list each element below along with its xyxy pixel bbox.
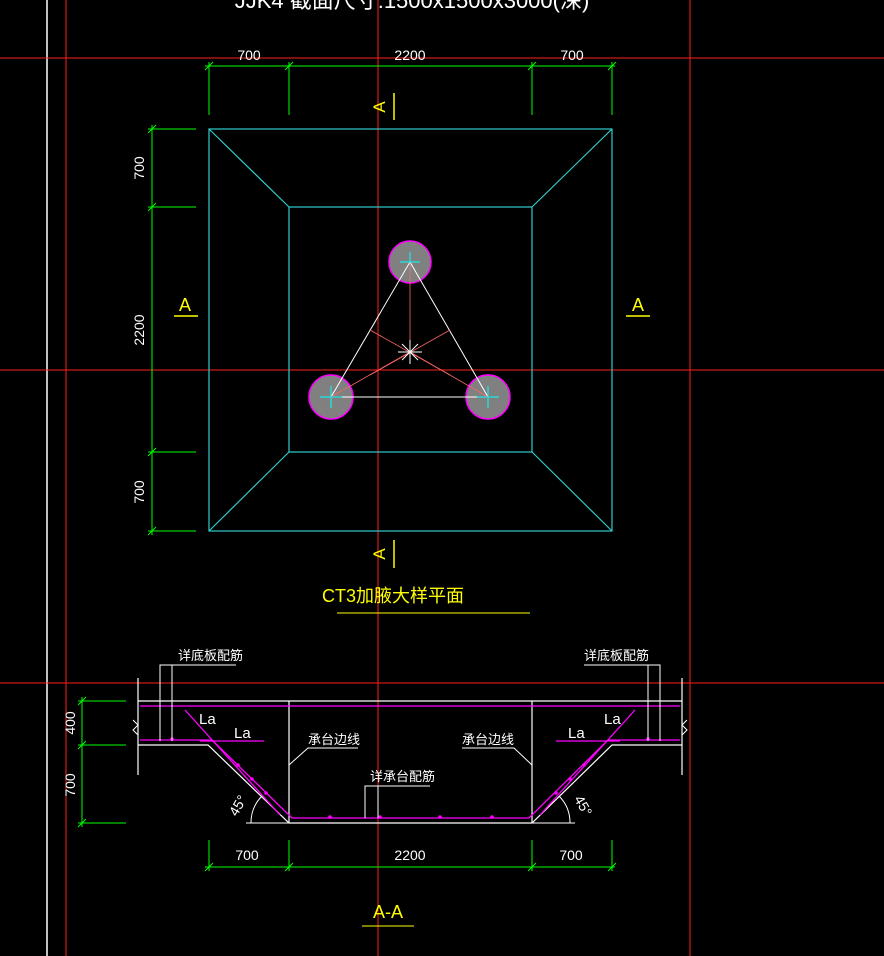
section-mark-top: A: [370, 93, 395, 120]
top-title: JJK4 截面尺寸:1500x1500x3000(深): [235, 0, 590, 13]
plan-dim-top-3: 700: [560, 47, 584, 63]
section-dim-left-1: 400: [62, 711, 78, 735]
section-view: 详底板配筋 详底板配筋 承台边线 承台边线 详承台配筋 La La La La …: [62, 648, 688, 927]
section-dim-bottom-1: 700: [235, 847, 259, 863]
section-dim-bottom-3: 700: [559, 847, 583, 863]
plan-outline: [208, 128, 613, 532]
plan-left-dimension: [147, 124, 196, 536]
label-edge-right: 承台边线: [462, 732, 514, 747]
section-caption: A-A: [373, 902, 403, 922]
plan-view: 700 2200 700 700 2200 700: [131, 47, 650, 614]
label-center-rebar: 详承台配筋: [370, 769, 435, 784]
la-label-1: La: [199, 711, 216, 728]
rebar-dots: [170, 737, 650, 819]
angle-label-right: 45°: [571, 792, 595, 818]
label-left-rebar: 详底板配筋: [178, 648, 243, 663]
section-rebar: [140, 705, 680, 819]
section-outline: [137, 678, 683, 824]
section-leaders: [159, 664, 661, 818]
section-mark-left: A: [174, 295, 198, 317]
plan-dim-left-2: 2200: [131, 314, 147, 345]
angle-label-left: 45°: [225, 792, 249, 818]
plan-dim-top-2: 2200: [394, 47, 425, 63]
label-edge-left: 承台边线: [308, 732, 360, 747]
la-label-4: La: [604, 711, 621, 728]
label-right-rebar: 详底板配筋: [584, 648, 649, 663]
section-left-dimension: [77, 696, 126, 828]
plan-dim-left-1: 700: [131, 156, 147, 180]
section-dim-left-2: 700: [62, 773, 78, 797]
section-mark-right: A: [626, 295, 650, 317]
plan-top-dimension: [204, 61, 617, 115]
section-dim-bottom-2: 2200: [394, 847, 425, 863]
la-label-3: La: [568, 725, 585, 742]
plan-dim-top-1: 700: [237, 47, 261, 63]
la-label-2: La: [234, 725, 251, 742]
section-mark-bottom: A: [370, 540, 395, 568]
plan-caption: CT3加腋大样平面: [322, 586, 464, 606]
centroid-mark: [398, 340, 422, 364]
section-bottom-dimension: [204, 840, 617, 872]
svg-text:A: A: [370, 101, 389, 113]
plan-dim-left-3: 700: [131, 480, 147, 504]
angle-arcs: [246, 795, 575, 824]
svg-text:A: A: [179, 295, 191, 315]
svg-text:A: A: [370, 548, 389, 560]
svg-text:A: A: [632, 295, 644, 315]
break-marks: [132, 719, 688, 736]
